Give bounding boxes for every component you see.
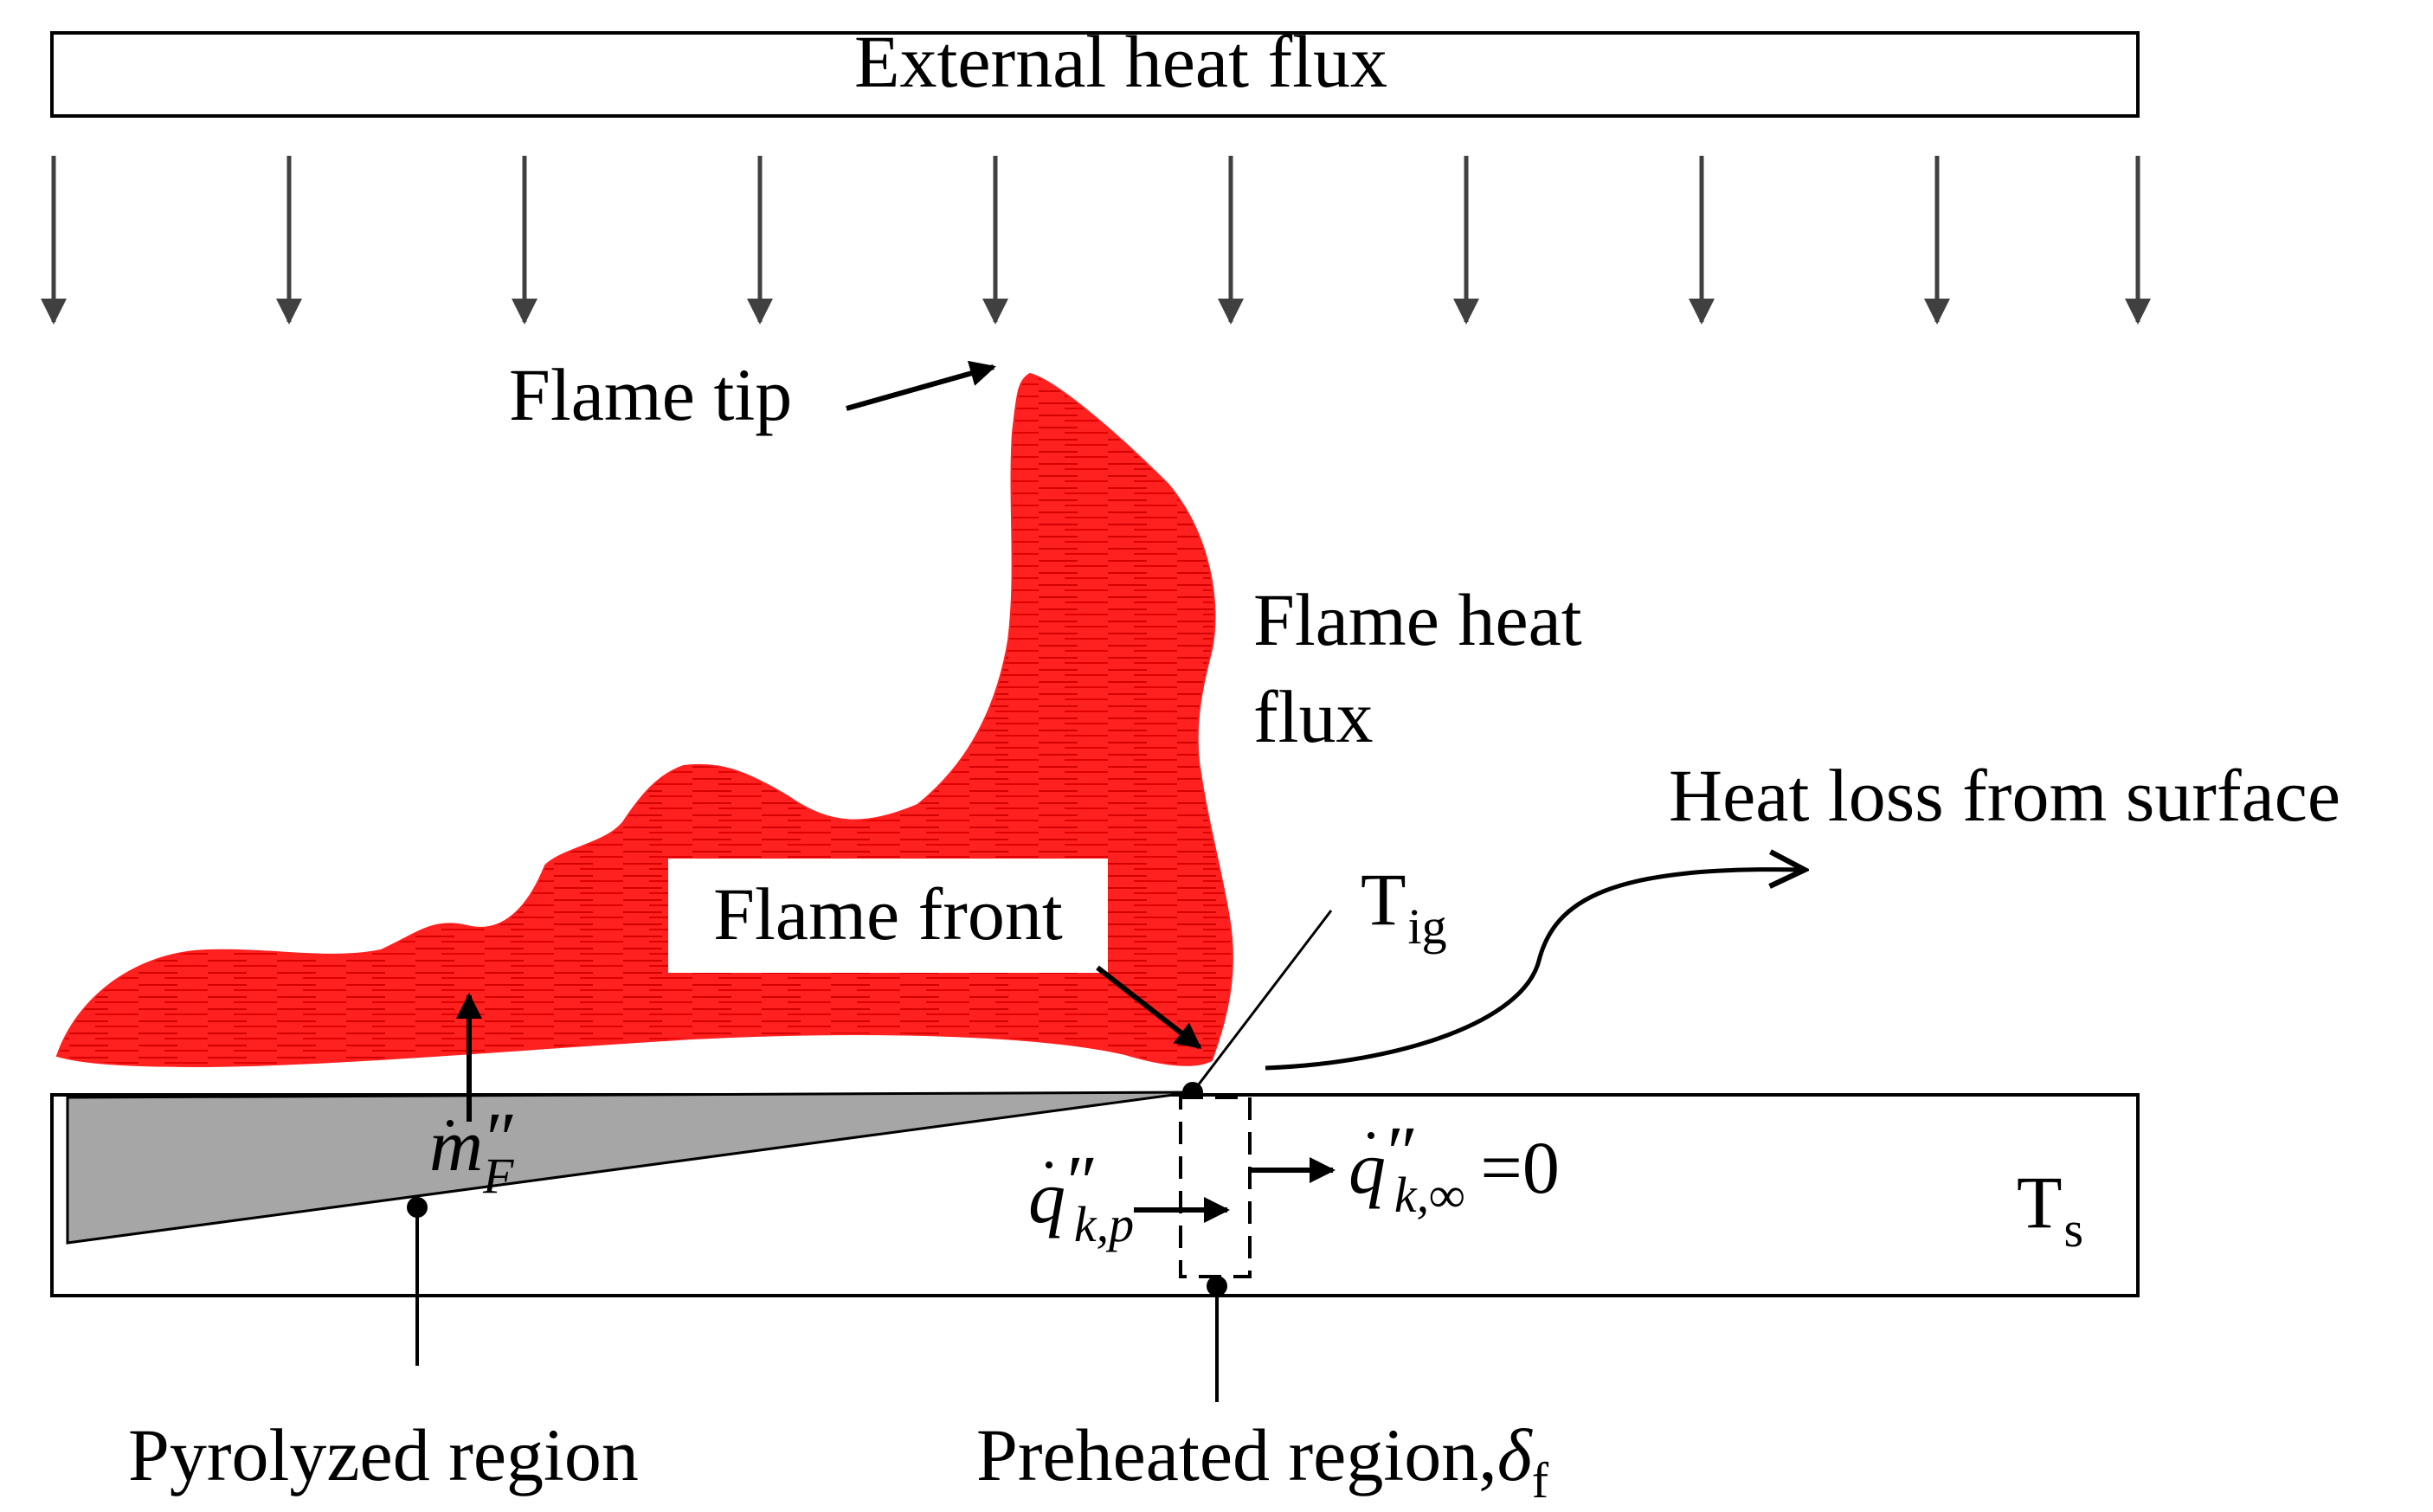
down-arrow-icon-group	[41, 156, 2151, 325]
external-heat-flux-box	[50, 31, 2140, 118]
flame-heat-flux-label-line2: flux	[1253, 675, 1374, 758]
pyrolyzed-region-label: Pyrolyzed region	[128, 1413, 639, 1496]
external-heat-flux-label: External heat flux	[854, 20, 1387, 103]
q-kinf-dot-accent	[1368, 1132, 1374, 1139]
t-ig-symbol: Tig	[1361, 858, 1447, 955]
flame-front-label: Flame front	[713, 872, 1063, 955]
heat-loss-label: Heat loss from surface	[1669, 754, 2340, 837]
preheated-region-label: Preheated region,δf	[976, 1413, 1549, 1508]
preheated-region-box	[1179, 1096, 1252, 1278]
flame-front-arrow	[1096, 965, 1202, 1050]
flame-heat-flux-label-line1: Flame heat	[1253, 578, 1582, 661]
heat-loss-arrow	[1265, 870, 1805, 1071]
flame-tip-arrow	[846, 360, 996, 411]
t-s-symbol: Ts	[2017, 1161, 2083, 1258]
flame-front-box	[668, 859, 1108, 973]
pyrolyzed-wedge	[66, 1091, 1194, 1245]
flame-tip-label: Flame tip	[509, 353, 792, 436]
q-kp-dot-accent	[1046, 1161, 1052, 1168]
fuel-mass-flux-symbol: m″F	[429, 1097, 514, 1204]
t-ig-leader-line	[1191, 910, 1333, 1093]
q-kp-symbol: q″k,p	[1028, 1140, 1134, 1252]
q-kinf-symbol: q″k,∞=0	[1348, 1110, 1560, 1223]
fuel-mass-flux-dot-accent	[447, 1120, 454, 1127]
